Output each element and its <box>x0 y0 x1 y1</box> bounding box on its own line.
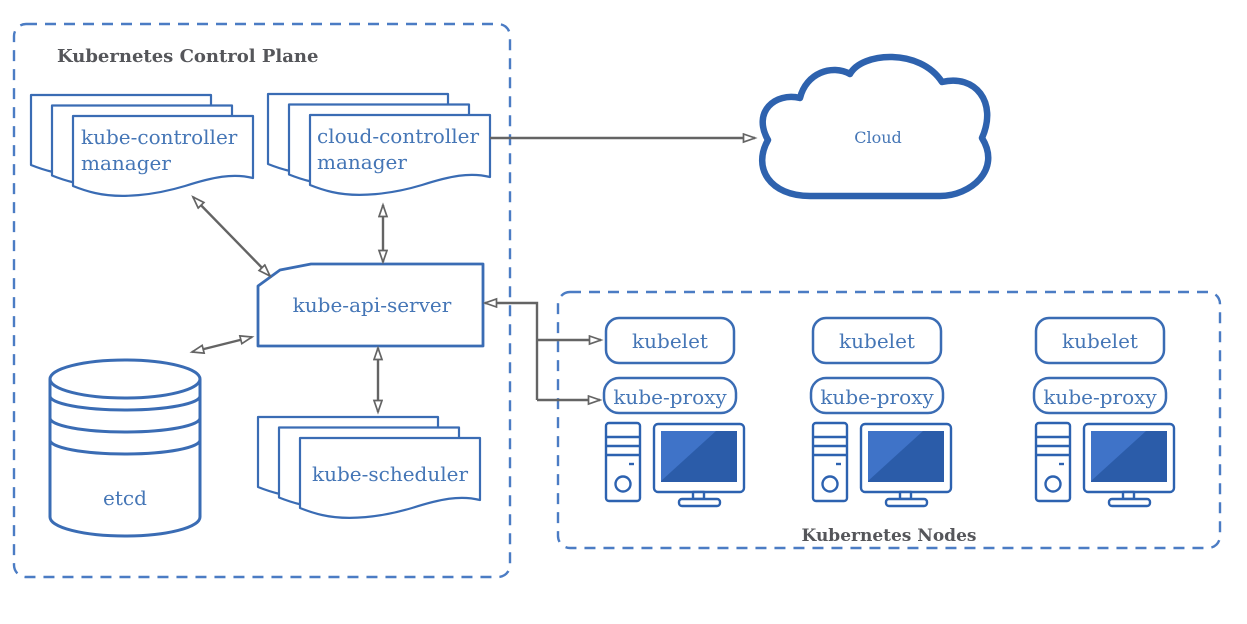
control-plane-title: Kubernetes Control Plane <box>57 46 318 67</box>
kubelet-label: kubelet <box>1062 329 1138 353</box>
kube-api-server: kube-api-server <box>256 262 485 348</box>
nodes-border <box>556 290 1222 550</box>
kube-scheduler: kube-scheduler <box>258 417 480 518</box>
control-plane-border <box>12 22 512 579</box>
node-2: kubelet kube-proxy <box>809 316 953 508</box>
control-plane-group: Kubernetes Control Plane kube-controller… <box>12 22 512 579</box>
node-3: kubelet kube-proxy <box>1032 316 1176 508</box>
cloud-controller-manager-label: cloud-controller <box>317 124 479 148</box>
kube-controller-manager-label: manager <box>81 151 171 175</box>
cloud-controller-manager: cloud-controller manager <box>268 94 490 195</box>
cloud-icon <box>759 53 992 200</box>
kube-controller-manager-label: kube-controller <box>81 125 238 149</box>
kube-proxy-label: kube-proxy <box>1043 385 1157 409</box>
database-icon <box>48 358 202 538</box>
arrows <box>192 138 755 412</box>
cloud-label: Cloud <box>854 128 902 147</box>
arrow-nodes-apiserver <box>485 303 539 400</box>
cloud: Cloud <box>759 53 992 200</box>
kubelet-label: kubelet <box>839 329 915 353</box>
kube-proxy-label: kube-proxy <box>613 385 727 409</box>
kube-api-server-shape <box>256 262 485 348</box>
arrow-etcd-apiserver <box>192 337 252 352</box>
etcd: etcd <box>48 358 202 538</box>
kube-scheduler-label: kube-scheduler <box>312 462 468 486</box>
nodes-group-title: Kubernetes Nodes <box>802 526 977 546</box>
kubelet-label: kubelet <box>632 329 708 353</box>
nodes-group: Kubernetes Nodes kubelet kube-proxy kube… <box>556 290 1222 550</box>
cloud-controller-manager-label: manager <box>317 150 407 174</box>
kube-proxy-label: kube-proxy <box>820 385 934 409</box>
kube-api-server-label: kube-api-server <box>293 293 452 317</box>
arrow-kcm-apiserver <box>193 197 270 276</box>
etcd-label: etcd <box>103 486 147 510</box>
node-1: kubelet kube-proxy <box>602 316 746 508</box>
kube-controller-manager: kube-controller manager <box>31 95 253 196</box>
